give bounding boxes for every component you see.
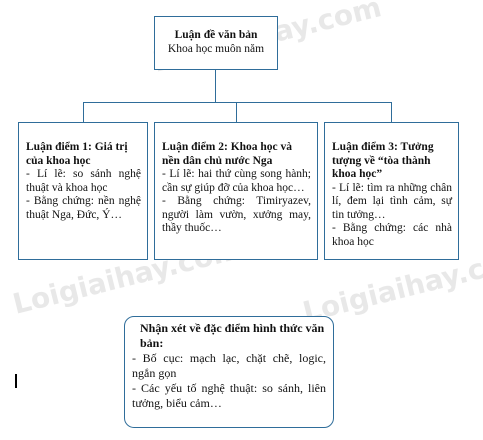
argument-line: - Bằng chứng: các nhà khoa học [332,222,452,248]
argument-box-2: Luận điểm 2: Khoa học và nền dân chủ nướ… [154,122,318,260]
argument-title: Luận điểm 2: Khoa học và nền dân chủ nướ… [162,141,293,167]
argument-title: Luận điểm 3: Tưởng tượng về “tòa thành k… [332,141,434,180]
summary-box: Nhận xét về đặc điểm hình thức văn bản: … [124,316,334,428]
connector-vertical-top [215,70,216,102]
summary-line: - Bố cục: mạch lạc, chặt chẽ, logic, ngắ… [132,351,326,380]
argument-line: - Lí lẽ: hai thứ cùng song hành; cần sự … [162,168,311,194]
connector-branch-2 [236,102,237,122]
argument-line: - Bằng chứng: Timiryazev, người làm vườn… [162,195,311,234]
thesis-title: Luận đề văn bản [174,29,258,41]
connector-branch-1 [83,102,84,122]
thesis-box: Luận đề văn bản Khoa học muôn năm [154,16,278,70]
argument-line: - Lí lẽ: tìm ra những chân lí, đem lại t… [332,181,452,221]
connector-horizontal [83,102,392,103]
argument-line: - Lí lẽ: so sánh nghệ thuật và khoa học [26,168,141,194]
summary-line: - Các yếu tố nghệ thuật: so sánh, liên t… [132,381,326,410]
argument-line: - Bằng chứng: nền nghệ thuật Nga, Đức, Ý… [26,195,141,221]
thesis-subtitle: Khoa học muôn năm [167,43,265,55]
argument-box-1: Luận điểm 1: Giá trị của khoa học - Lí l… [18,122,148,260]
connector-branch-3 [391,102,392,122]
summary-title: Nhận xét về đặc điểm hình thức văn bản: [140,321,325,350]
argument-box-3: Luận điểm 3: Tưởng tượng về “tòa thành k… [324,122,459,260]
text-cursor [15,374,17,388]
argument-title: Luận điểm 1: Giá trị của khoa học [26,141,128,167]
